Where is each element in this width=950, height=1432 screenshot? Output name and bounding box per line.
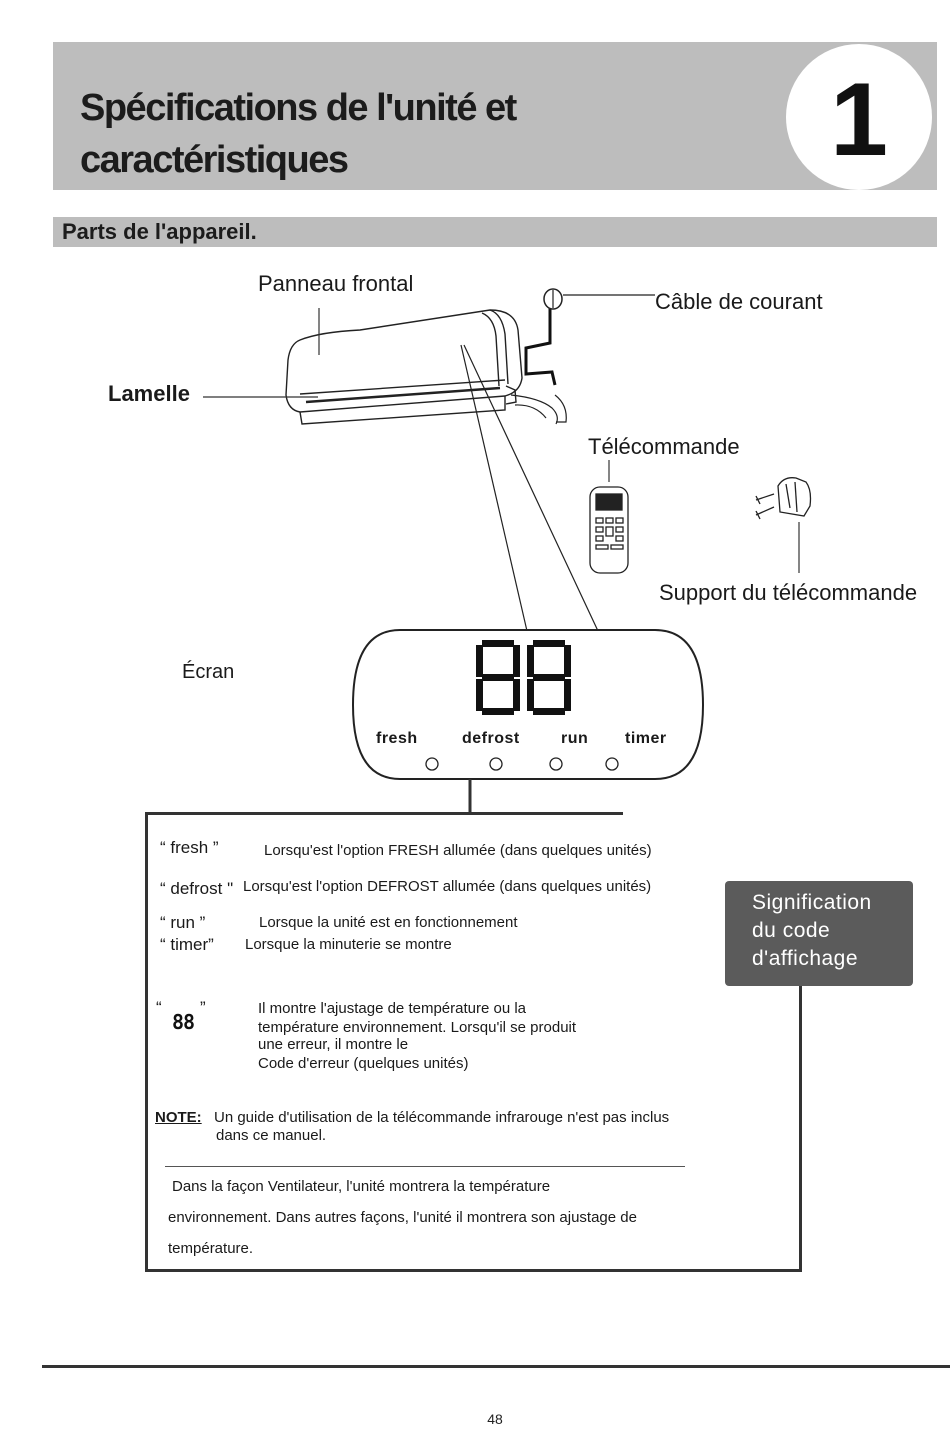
remote-holder-illustration	[755, 477, 812, 520]
fan-note-line1: Dans la façon Ventilateur, l'unité montr…	[172, 1178, 551, 1195]
led-run	[549, 757, 563, 771]
remote-control-illustration	[589, 486, 629, 574]
label-power-cable: Câble de courant	[655, 289, 823, 314]
legend-digits-line1: Il montre l'ajustage de température ou l…	[258, 1000, 527, 1017]
page-title: Spécifications de l'unité et caractérist…	[80, 82, 700, 186]
callout-line1: Signification	[752, 891, 872, 914]
indoor-unit-illustration	[285, 309, 567, 425]
indicator-defrost: defrost	[462, 730, 520, 747]
legend-digits-line3: une erreur, il montre le	[258, 1036, 409, 1053]
section-title: Parts de l'appareil.	[62, 219, 257, 244]
screen-zoom-line-right	[463, 344, 599, 632]
callout-line2: du code	[752, 919, 831, 942]
legend-desc-defrost: Lorsqu'est l'option DEFROST allumée (dan…	[243, 878, 652, 895]
callout-box	[725, 881, 913, 986]
legend-desc-fresh: Lorsqu'est l'option FRESH allumée (dans …	[264, 842, 652, 859]
chapter-badge	[786, 44, 932, 190]
led-fresh	[425, 757, 439, 771]
note-line1: Un guide d'utilisation de la télécommand…	[214, 1109, 670, 1126]
note-line2: dans ce manuel.	[216, 1127, 327, 1144]
footer-rule	[42, 1365, 950, 1368]
led-defrost	[489, 757, 503, 771]
parts-diagram	[203, 288, 812, 812]
screen-zoom-line-left	[460, 344, 528, 632]
note-label: NOTE:	[155, 1109, 202, 1126]
indicator-timer: timer	[625, 730, 667, 747]
label-louver: Lamelle	[108, 381, 190, 406]
label-remote-holder: Support du télécommande	[659, 580, 918, 605]
legend-box-top-border	[145, 812, 623, 815]
legend-digits-line2: température environnement. Lorsqu'il se …	[258, 1019, 577, 1036]
label-remote: Télécommande	[588, 434, 740, 459]
legend-code-fresh: “ fresh ”	[160, 838, 219, 857]
callout-text: Signification du code d'affichage	[752, 889, 912, 973]
legend-desc-timer: Lorsque la minuterie se montre	[245, 936, 452, 953]
page-number: 48	[487, 1411, 503, 1427]
indicator-run: run	[561, 730, 589, 747]
power-cable-illustration	[524, 288, 655, 386]
led-timer	[605, 757, 619, 771]
legend-box-right-border	[799, 955, 802, 1272]
legend-digits-line4: Code d'erreur (quelques unités)	[258, 1055, 469, 1072]
legend-code-run: “ run ”	[160, 913, 206, 932]
label-screen: Écran	[182, 661, 235, 683]
legend-digits-open-quote: “	[156, 998, 162, 1017]
fan-note-line2: environnement. Dans autres façons, l'uni…	[168, 1209, 637, 1226]
legend-code-defrost: “ defrost "	[160, 879, 234, 898]
seven-segment-88	[476, 640, 571, 715]
legend-digits-close-quote: ”	[200, 998, 206, 1017]
page-title-line1: Spécifications de l'unité et	[80, 87, 517, 129]
fan-note-line3: température.	[168, 1240, 254, 1257]
section-band	[53, 217, 937, 247]
indicator-leds	[425, 757, 619, 771]
legend-code-timer: “ timer”	[160, 935, 214, 954]
legend-desc-run: Lorsque la unité est en fonctionnement	[259, 914, 518, 931]
note-divider	[165, 1166, 685, 1167]
legend-digits-symbol: 88	[172, 1010, 195, 1034]
chapter-number: 1	[830, 62, 888, 178]
indicator-fresh: fresh	[376, 730, 418, 747]
page-title-line2: caractéristiques	[80, 139, 349, 181]
legend-box	[145, 812, 802, 1272]
label-front-panel: Panneau frontal	[258, 271, 414, 296]
callout-line3: d'affichage	[752, 947, 859, 970]
